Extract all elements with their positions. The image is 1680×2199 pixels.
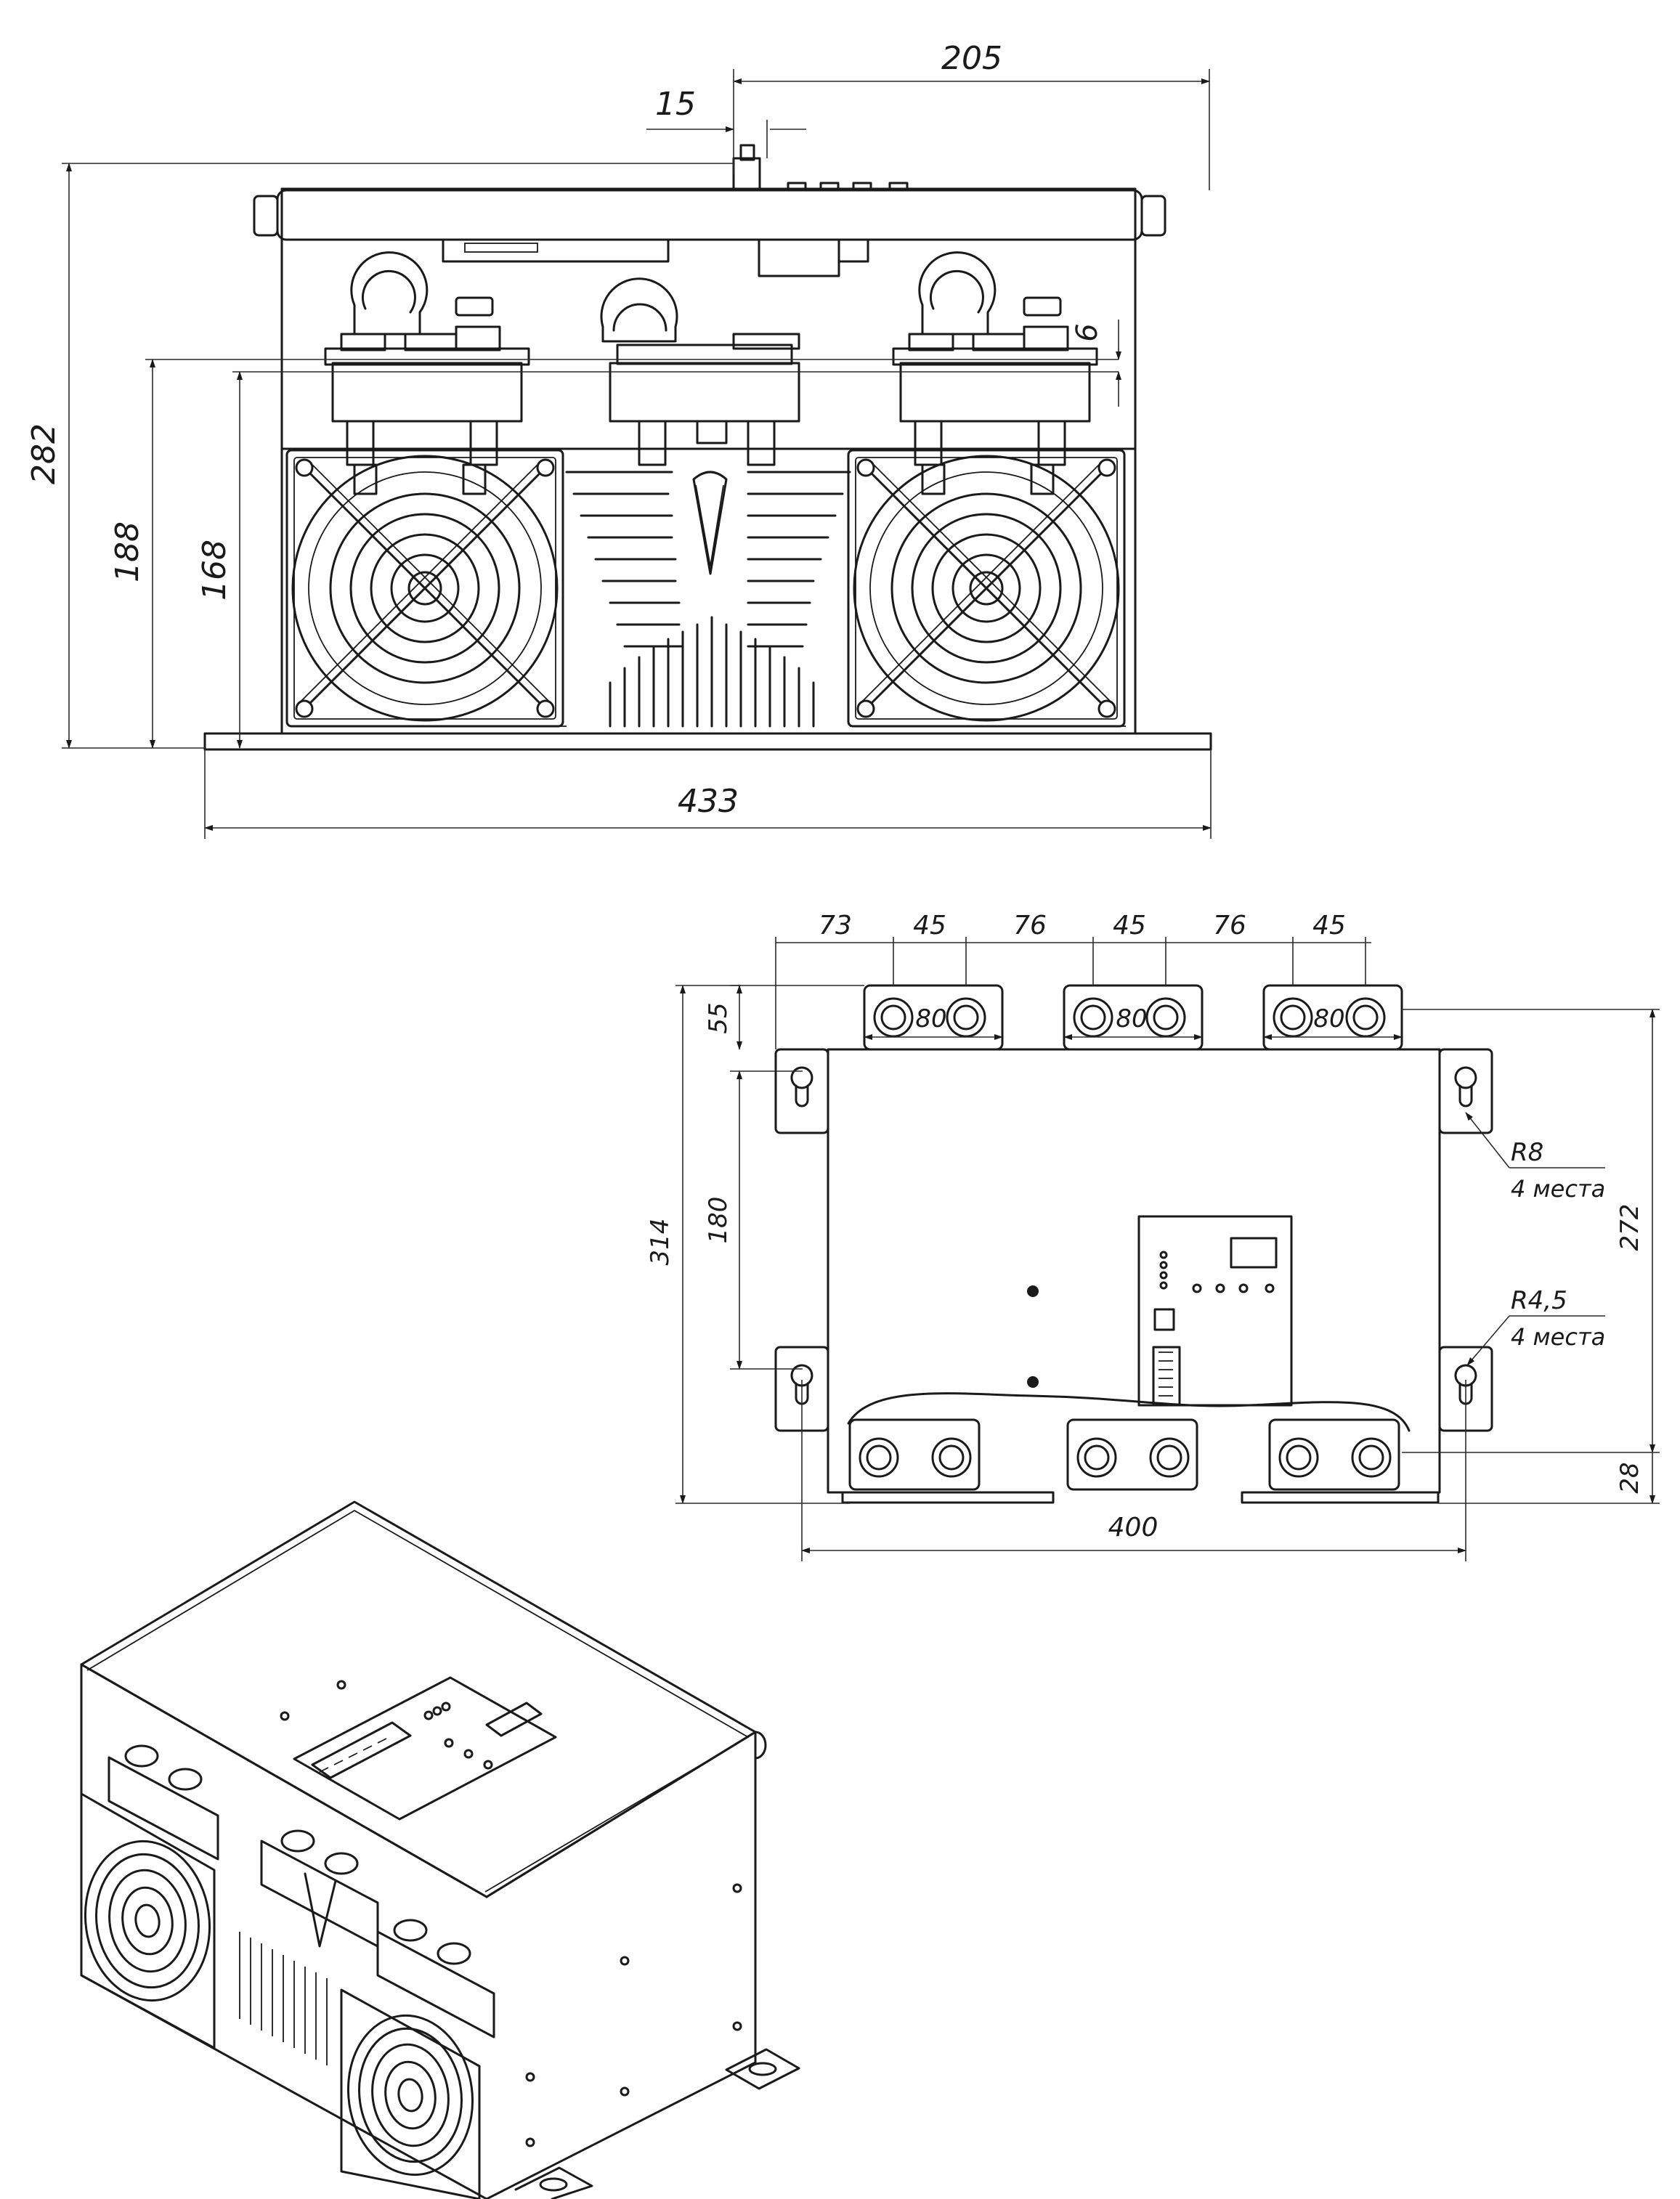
dim-45-c: 45 [1312,911,1346,940]
dim-45-a: 45 [913,911,946,940]
dim-76-a: 76 [1013,911,1047,940]
dim-80-a: 80 [915,1004,946,1033]
dim-80-b: 80 [1116,1004,1147,1033]
dim-282: 282 [25,423,62,484]
dim-80-c: 80 [1313,1004,1344,1033]
dim-314: 314 [646,1219,675,1266]
dim-205: 205 [941,40,1002,77]
dim-6: 6 [1071,323,1104,341]
dim-45-b: 45 [1113,911,1146,940]
dim-73: 73 [819,911,852,940]
isometric-view [80,1500,800,2199]
callout-r8-count: 4 места [1511,1175,1605,1203]
dim-400: 400 [1108,1513,1158,1542]
callout-r8: R8 [1511,1138,1543,1167]
dim-15: 15 [655,86,696,123]
top-view: 73 45 76 45 76 45 80 80 80 55 314 180 27… [646,911,1660,1561]
callout-r4-5-count: 4 места [1511,1323,1605,1351]
dim-188: 188 [109,521,146,582]
dim-76-b: 76 [1213,911,1246,940]
callout-r4-5: R4,5 [1511,1286,1567,1315]
dim-168: 168 [196,540,233,601]
front-view: 205 15 282 188 168 6 433 [25,40,1212,839]
dim-180: 180 [704,1197,733,1244]
dim-272: 272 [1615,1204,1644,1251]
dim-433: 433 [678,783,739,820]
dim-28: 28 [1615,1462,1644,1493]
dim-55: 55 [704,1002,733,1033]
